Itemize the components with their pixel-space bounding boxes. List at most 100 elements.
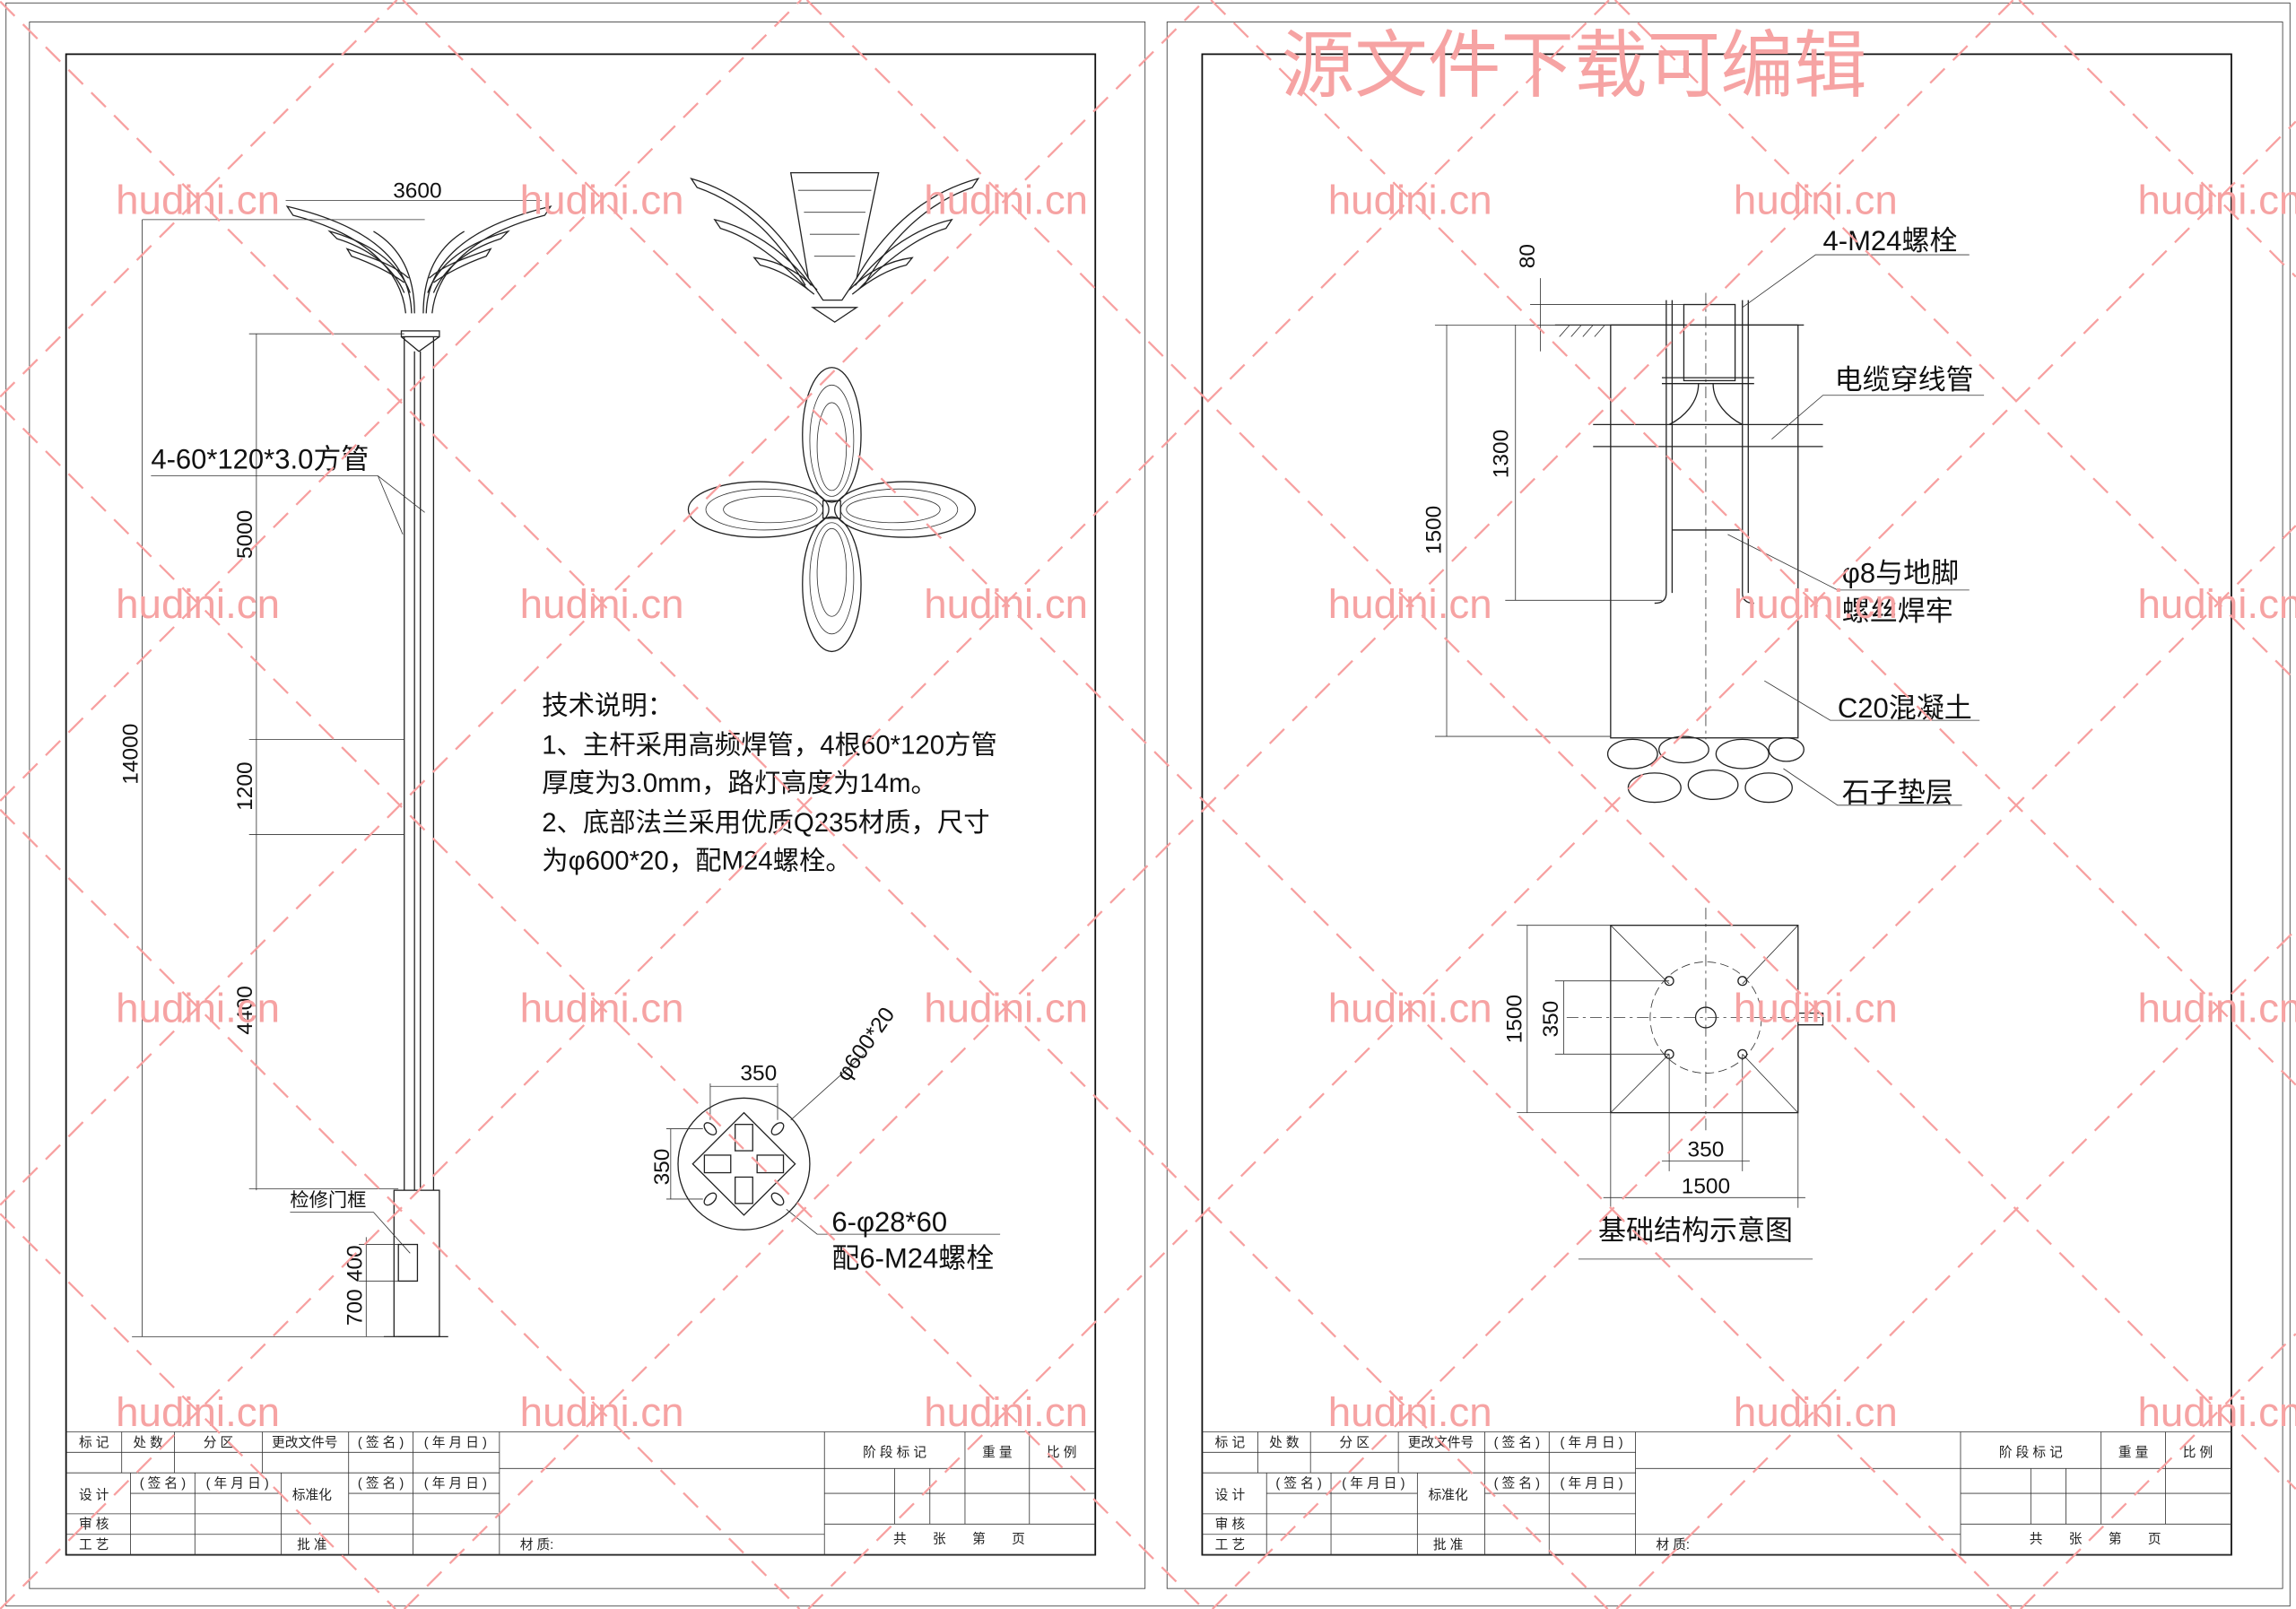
flange-dimension: φ600*20 xyxy=(831,1003,900,1085)
watermark-text: hudini.cn xyxy=(116,581,280,627)
watermark-text: hudini.cn xyxy=(520,177,684,222)
title-block-change-doc: 更改文件号 xyxy=(272,1435,337,1450)
title-block-signature: ( 签 名 ) xyxy=(1275,1476,1321,1492)
watermark-text: hudini.cn xyxy=(924,581,1088,627)
plan-side-vertical: 1500 xyxy=(1502,995,1526,1043)
bolt-spacing-vertical: 350 xyxy=(650,1149,674,1186)
title-block-signature: ( 签 名 ) xyxy=(1494,1435,1540,1450)
title-block-standardize: 标准化 xyxy=(1429,1488,1468,1503)
title-block-date: ( 年 月 日 ) xyxy=(1342,1476,1405,1492)
gravel-layer xyxy=(1606,735,1805,804)
watermark-diagonal xyxy=(807,120,2296,1609)
weld-label-line2: 螺丝焊牢 xyxy=(1842,596,1953,627)
watermark-text: hudini.cn xyxy=(520,1389,684,1435)
watermark-text: hudini.cn xyxy=(1734,581,1898,627)
watermark-text: hudini.cn xyxy=(2137,581,2296,627)
title-block-date: ( 年 月 日 ) xyxy=(206,1476,269,1492)
watermark-diagonal xyxy=(0,0,802,802)
arm-span-dimension: 3600 xyxy=(393,178,441,203)
title-block-sheets: 共 张 第 页 xyxy=(893,1531,1025,1547)
watermark-text: hudini.cn xyxy=(1328,581,1492,627)
title-block-scale: 比 例 xyxy=(2183,1445,2213,1460)
holes-label: 6-φ28*60 xyxy=(831,1206,947,1238)
technical-notes: 技术说明： 1、主杆采用高频焊管，4根60*120方管 厚度为3.0mm，路灯高… xyxy=(542,691,997,876)
notes-title: 技术说明： xyxy=(542,691,674,721)
title-block-material: 材 质: xyxy=(520,1537,554,1552)
notes-line: 1、主杆采用高频焊管，4根60*120方管 xyxy=(542,731,997,761)
watermark-diagonal xyxy=(403,0,2014,1609)
title-block-date: ( 年 月 日 ) xyxy=(424,1435,487,1450)
total-height-dimension: 14000 xyxy=(119,724,144,785)
title-blocks: 标 记处 数分 区更改文件号( 签 名 )( 年 月 日 )设 计( 签 名 )… xyxy=(65,1431,2231,1556)
service-door xyxy=(397,1243,419,1282)
bolts-label: 配6-M24螺栓 xyxy=(831,1243,994,1274)
lamp-head-plan xyxy=(687,367,977,653)
watermark-text: hudini.cn xyxy=(2137,1389,2296,1435)
title-block-date: ( 年 月 日 ) xyxy=(424,1476,487,1492)
title-block-signature: ( 签 名 ) xyxy=(358,1476,404,1492)
watermark-text: hudini.cn xyxy=(924,985,1088,1031)
foundation-title: 基础结构示意图 xyxy=(1598,1215,1793,1247)
plan-side-horizontal: 1500 xyxy=(1682,1174,1730,1198)
foundation-section xyxy=(1434,254,1985,806)
bolt-spacing-horizontal: 350 xyxy=(740,1062,777,1086)
title-block-stage-mark: 阶 段 标 记 xyxy=(1999,1445,2063,1460)
title-block-left: 标 记处 数分 区更改文件号( 签 名 )( 年 月 日 )设 计( 签 名 )… xyxy=(65,1431,1096,1556)
title-block-date: ( 年 月 日 ) xyxy=(1561,1476,1623,1492)
watermark-text: hudini.cn xyxy=(116,1389,280,1435)
title-block-review: 审 核 xyxy=(1215,1517,1246,1532)
watermark-diagonal xyxy=(0,0,398,398)
title-block-process: 工 艺 xyxy=(1215,1537,1245,1552)
watermark-text: hudini.cn xyxy=(520,581,684,627)
cable-pipe-label: 电缆穿线管 xyxy=(1835,364,1974,396)
watermark-text: hudini.cn xyxy=(1328,985,1492,1031)
watermark-text: hudini.cn xyxy=(1734,177,1898,222)
title-block-count: 处 数 xyxy=(1269,1435,1300,1450)
middle-section-dimension: 1200 xyxy=(233,761,257,810)
title-block-mark: 标 记 xyxy=(1215,1435,1246,1450)
watermark-diagonal xyxy=(1615,928,2296,1609)
title-block-mark: 标 记 xyxy=(79,1435,109,1450)
tube-label: 4-60*120*3.0方管 xyxy=(151,443,369,474)
notes-line: 2、底部法兰采用优质Q235材质，尺寸 xyxy=(542,808,989,838)
title-block-sheets: 共 张 第 页 xyxy=(2030,1531,2161,1547)
watermark-text: hudini.cn xyxy=(2137,177,2296,222)
title-block-signature: ( 签 名 ) xyxy=(358,1435,404,1450)
watermark-text: hudini.cn xyxy=(1734,1389,1898,1435)
watermark-banner: 源文件下载可编辑 xyxy=(1282,23,1867,109)
watermark-diagonal xyxy=(2020,1333,2296,1609)
watermark-diagonal xyxy=(2018,0,2296,278)
lamp-arms-right xyxy=(422,205,552,314)
watermark-diagonal xyxy=(0,0,1611,1609)
watermark-text: hudini.cn xyxy=(1328,1389,1492,1435)
concrete-label: C20混凝土 xyxy=(1838,692,1972,724)
watermark-text: hudini.cn xyxy=(1734,985,1898,1031)
title-block-approve: 批 准 xyxy=(297,1537,327,1552)
notes-line: 厚度为3.0mm，路灯高度为14m。 xyxy=(542,769,937,798)
depth-dimension: 1500 xyxy=(1422,506,1446,554)
watermark-text: hudini.cn xyxy=(116,985,280,1031)
anchor-bolts-label: 4-M24螺栓 xyxy=(1823,225,1958,257)
title-block-material: 材 质: xyxy=(1656,1537,1690,1552)
plan-bolt-vertical: 350 xyxy=(1539,1001,1563,1038)
title-block-approve: 批 准 xyxy=(1433,1537,1464,1552)
pole-elevation: 3600 14000 5000 1200 4400 400 700 4-60*1… xyxy=(119,178,552,1338)
watermark-text: hudini.cn xyxy=(116,177,280,222)
watermark-diagonal xyxy=(0,1213,396,1609)
title-block-zone: 分 区 xyxy=(1339,1435,1369,1450)
title-block-signature: ( 签 名 ) xyxy=(1494,1476,1540,1492)
top-offset-dimension: 80 xyxy=(1516,244,1540,268)
watermark-text: hudini.cn xyxy=(2137,985,2296,1031)
watermark-diagonal xyxy=(1210,0,2296,1086)
title-block-standardize: 标准化 xyxy=(292,1488,332,1503)
title-block-scale: 比 例 xyxy=(1047,1445,1076,1460)
title-block-date: ( 年 月 日 ) xyxy=(1561,1435,1623,1450)
watermark-text: hudini.cn xyxy=(1328,177,1492,222)
door-label: 检修门框 xyxy=(290,1189,366,1211)
title-block-signature: ( 签 名 ) xyxy=(140,1476,186,1492)
base-plate-plan xyxy=(665,1054,1001,1235)
gravel-label: 石子垫层 xyxy=(1842,778,1953,809)
watermark-diagonal xyxy=(402,0,2013,1609)
